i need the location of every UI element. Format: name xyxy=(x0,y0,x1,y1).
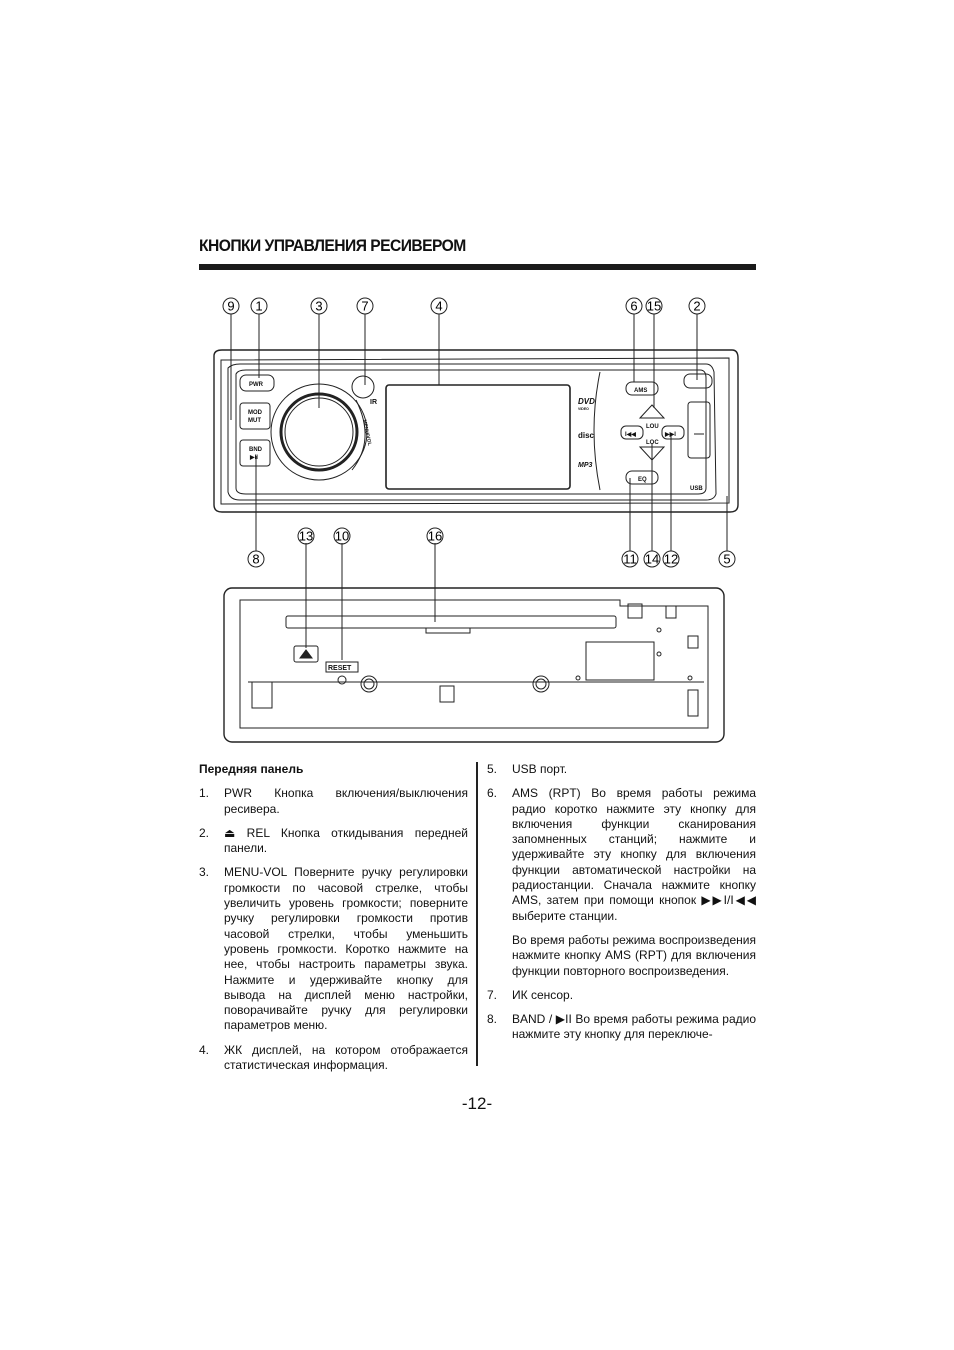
callout-number: 6 xyxy=(630,299,637,314)
page-number: -12- xyxy=(461,1094,493,1113)
item-description: USB порт. xyxy=(512,762,568,776)
section-heading: Передняя панель xyxy=(199,762,304,776)
item-number: 4. xyxy=(199,1042,210,1057)
callouts-bottom: 8 13 10 16 11 14 12 5 xyxy=(247,527,736,568)
item-text: AMS (RPT) Во время работы режима радио к… xyxy=(512,786,756,924)
list-item: 3. MENU-VOL Поверните ручку регулировки г… xyxy=(199,865,468,1033)
item-description: BAND / ▶II Во время работы режима радио … xyxy=(512,1012,756,1042)
item-description: ЖК дисплей, на котором отображается стат… xyxy=(224,1042,468,1073)
callout-number: 7 xyxy=(361,299,368,314)
item-number: 1. xyxy=(199,786,210,801)
item-number: 6. xyxy=(487,786,498,801)
list-item: 2. ⏏ REL Кнопка откидывания передней пане… xyxy=(199,826,468,857)
mut-label: MUT xyxy=(248,418,261,424)
loc-label: LOC xyxy=(646,440,659,446)
callout-number: 8 xyxy=(252,552,259,567)
left-item-list: 1. PWR Кнопка включения/выключения ресиве… xyxy=(199,786,468,1073)
pwr-label: PWR xyxy=(249,382,264,388)
reset-label: RESET xyxy=(328,665,352,672)
bnd-play-label: ▶II xyxy=(249,454,258,461)
item-description: MENU-VOL Поверните ручку регулировки гро… xyxy=(224,865,468,1033)
callout-number: 13 xyxy=(299,529,313,544)
right-column: 5. USB порт. 6. AMS (RPT) Во время работы р… xyxy=(487,762,756,1052)
leader-lines xyxy=(230,314,728,660)
left-column: Передняя панель 1. PWR Кнопка включения/в… xyxy=(199,762,468,1082)
right-item-list: 5. USB порт. 6. AMS (RPT) Во время работы р… xyxy=(487,762,756,1043)
eject-icon: ⏏ xyxy=(224,825,236,840)
item-text: ⏏ REL Кнопка откидывания передней панели… xyxy=(224,826,468,857)
item-number: 5. xyxy=(487,762,498,776)
callout-number: 15 xyxy=(647,299,661,314)
usb-label: USB xyxy=(690,486,703,492)
mod-label: MOD xyxy=(248,410,263,416)
item-text: USB порт. xyxy=(512,762,756,777)
disc-logo: disc xyxy=(578,431,595,440)
front-panel xyxy=(213,349,739,513)
list-item: 7. ИК сенсор. xyxy=(487,988,756,1003)
title-rule xyxy=(199,264,756,270)
video-logo: VIDEO xyxy=(578,407,589,411)
callout-number: 10 xyxy=(335,529,349,544)
list-paragraph: Во время работы режима воспроизведения н… xyxy=(512,932,756,978)
page-title: КНОПКИ УПРАВЛЕНИЯ РЕСИВЕРОМ xyxy=(199,236,466,255)
list-item: 5. USB порт. xyxy=(487,762,756,777)
mp3-logo: MP3 xyxy=(578,462,593,469)
item-text: BAND / ▶II Во время работы режима радио … xyxy=(512,1012,756,1043)
item-description: ИК сенсор. xyxy=(512,987,574,1002)
lou-label: LOU xyxy=(646,424,659,430)
list-item: 4. ЖК дисплей, на котором отображается ст… xyxy=(199,1043,468,1074)
column-divider xyxy=(476,762,478,1066)
menu-vol-label: MENU/VOL xyxy=(361,419,372,446)
callout-number: 1 xyxy=(255,299,262,314)
callout-number: 5 xyxy=(723,552,730,567)
next-label: ▶▶I xyxy=(664,431,676,438)
item-description: PWR Кнопка включения/выключения ресивера… xyxy=(224,786,468,816)
callout-number: 9 xyxy=(227,299,234,314)
item-number: 2. xyxy=(199,825,210,840)
callout-number: 11 xyxy=(623,552,637,567)
callout-number: 3 xyxy=(315,299,322,314)
callouts-top: 9 1 3 7 4 6 15 2 xyxy=(222,297,706,315)
dvd-logo: DVD xyxy=(578,397,595,406)
callout-number: 12 xyxy=(664,552,678,567)
callout-number: 2 xyxy=(693,299,700,314)
item-number: 7. xyxy=(487,987,498,1002)
item-number: 3. xyxy=(199,865,210,880)
item-text: ЖК дисплей, на котором отображается стат… xyxy=(224,1043,468,1074)
bnd-label: BND xyxy=(249,447,263,453)
panel-labels: PWR MOD MUT BND ▶II AMS EQ LOU LOC I◀◀ ▶… xyxy=(248,382,703,492)
callout-number: 16 xyxy=(428,529,442,544)
eq-label: EQ xyxy=(638,477,647,483)
list-item: 8. BAND / ▶II Во время работы режима ради… xyxy=(487,1012,756,1043)
callout-number: 4 xyxy=(435,299,442,314)
ams-label: AMS xyxy=(634,388,647,394)
ir-label: IR xyxy=(370,399,377,406)
chassis-panel xyxy=(223,587,725,743)
list-item: 6. AMS (RPT) Во время работы режима радио… xyxy=(487,786,756,924)
item-text: MENU-VOL Поверните ручку регулировки гро… xyxy=(224,865,468,1033)
item-description: REL Кнопка откидывания передней панели. xyxy=(224,825,468,856)
item-description: AMS (RPT) Во время работы режима радио к… xyxy=(512,786,756,923)
item-text: ИК сенсор. xyxy=(512,988,756,1003)
callout-number: 14 xyxy=(645,552,659,567)
list-item: 1. PWR Кнопка включения/выключения ресиве… xyxy=(199,786,468,817)
item-text: PWR Кнопка включения/выключения ресивера… xyxy=(224,786,468,817)
item-number: 8. xyxy=(487,1012,498,1027)
prev-label: I◀◀ xyxy=(625,431,636,438)
